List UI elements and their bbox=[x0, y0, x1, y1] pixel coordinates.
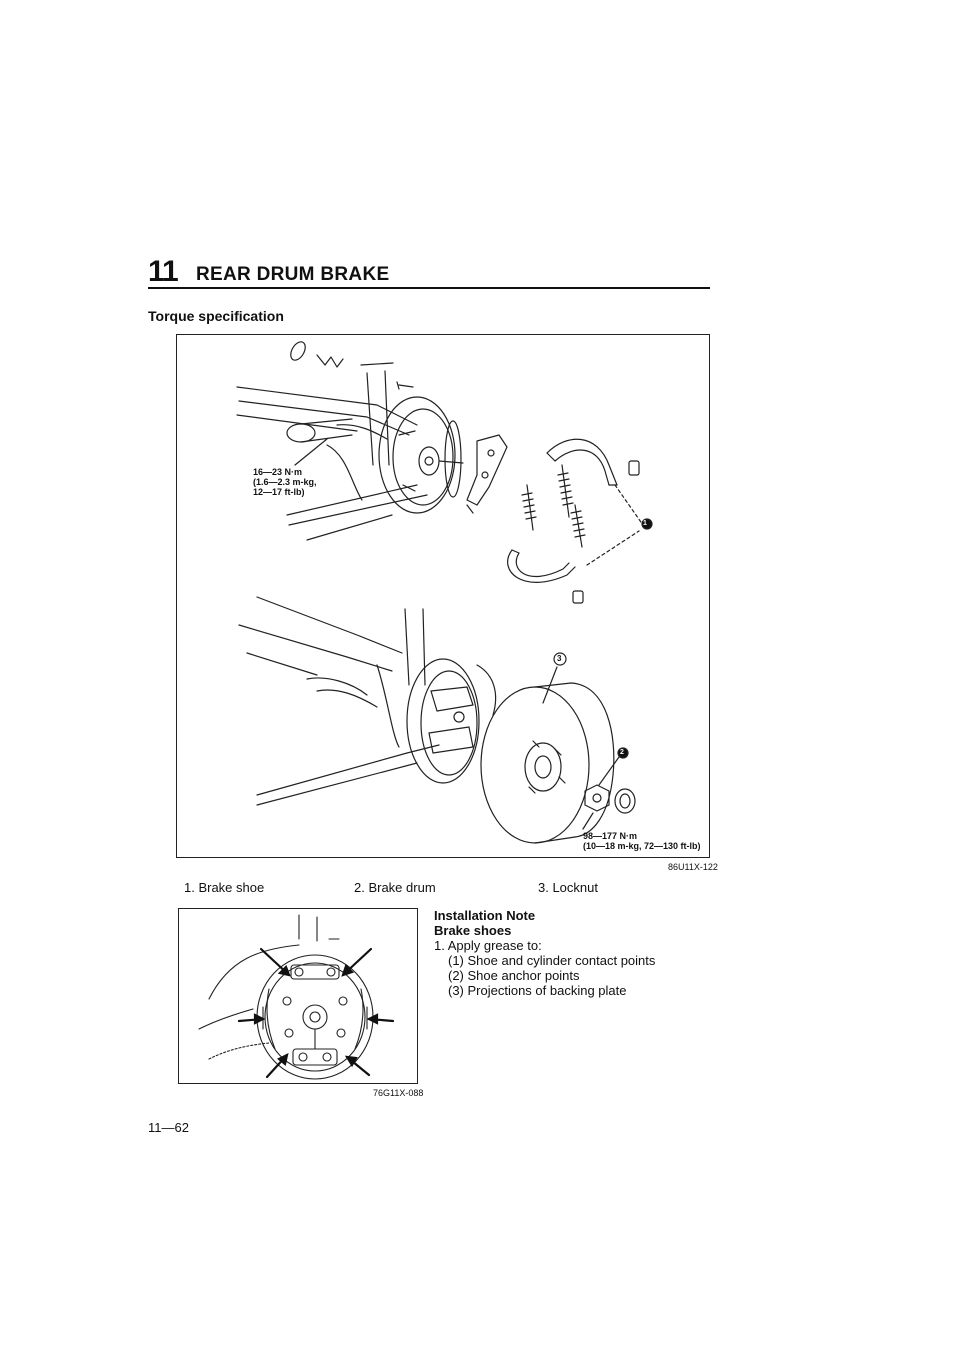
installation-item-1: (1) Shoe and cylinder contact points bbox=[448, 953, 656, 968]
lower-torque-leader bbox=[582, 812, 594, 830]
callout-1-marker bbox=[641, 518, 653, 530]
callout-3-leader bbox=[542, 666, 558, 704]
locknut-and-cap bbox=[584, 784, 636, 814]
grease-points-figure bbox=[178, 908, 418, 1084]
installation-title: Installation Note bbox=[434, 908, 536, 923]
torque-lower: 98—177 N·m (10—18 m-kg, 72—130 ft-lb) bbox=[583, 831, 701, 851]
installation-note: Installation Note Brake shoes 1. Apply g… bbox=[434, 908, 714, 998]
small-hardware bbox=[572, 460, 644, 604]
section-number: 11 bbox=[148, 255, 179, 288]
grease-point-arrows bbox=[237, 947, 395, 1079]
lower-brake-shoe bbox=[507, 549, 576, 583]
torque-lower-line-2: (10—18 m-kg, 72—130 ft-lb) bbox=[583, 841, 701, 851]
lower-axle-beam bbox=[238, 596, 440, 806]
callout-2-marker bbox=[617, 747, 629, 759]
callout-2-label: 2 bbox=[620, 749, 624, 756]
adjuster-lever bbox=[466, 434, 508, 514]
torque-upper-line-3: 12—17 ft-lb) bbox=[253, 487, 305, 497]
lower-backing-plate bbox=[406, 658, 497, 784]
upper-brake-shoe bbox=[546, 438, 618, 486]
callout-3-label: 3 bbox=[557, 654, 562, 663]
brake-assembly-illustration bbox=[236, 341, 653, 844]
header-rule bbox=[148, 287, 710, 289]
caption-locknut: 3. Locknut bbox=[538, 880, 598, 895]
torque-upper: 16—23 N·m (1.6—2.3 m-kg, 12—17 ft-lb) bbox=[253, 467, 317, 497]
caption-brake-shoe: 1. Brake shoe bbox=[184, 880, 265, 895]
installation-item-2: (2) Shoe anchor points bbox=[448, 968, 580, 983]
exploded-view-figure: 1 2 3 16—23 N·m (1.6—2.3 m-kg, 12—17 ft-… bbox=[176, 334, 710, 858]
installation-step-1: 1. Apply grease to: bbox=[434, 938, 542, 953]
callout-2-leader bbox=[598, 756, 620, 786]
callout-1-label: 1 bbox=[643, 520, 647, 527]
torque-lower-line-1: 98—177 N·m bbox=[583, 831, 638, 841]
torque-upper-line-1: 16—23 N·m bbox=[253, 467, 303, 477]
figure-captions: 1. Brake shoe 2. Brake drum 3. Locknut bbox=[184, 880, 704, 898]
subheading: Torque specification bbox=[148, 308, 284, 324]
figure-main-code: 86U11X-122 bbox=[668, 862, 718, 872]
caption-brake-drum: 2. Brake drum bbox=[354, 880, 436, 895]
brake-drum bbox=[480, 682, 615, 844]
section-title: REAR DRUM BRAKE bbox=[196, 264, 390, 285]
torque-upper-line-2: (1.6—2.3 m-kg, bbox=[253, 477, 317, 487]
page-number: 11—62 bbox=[148, 1120, 189, 1135]
upper-torque-leader bbox=[294, 438, 328, 466]
return-springs bbox=[521, 464, 586, 548]
callout-3-marker bbox=[553, 652, 567, 666]
upper-axle-beam bbox=[236, 341, 428, 541]
installation-item-3: (3) Projections of backing plate bbox=[448, 983, 627, 998]
upper-backing-plate bbox=[378, 396, 464, 514]
figure-small-code: 76G11X-088 bbox=[373, 1088, 424, 1098]
installation-subtitle: Brake shoes bbox=[434, 923, 512, 938]
